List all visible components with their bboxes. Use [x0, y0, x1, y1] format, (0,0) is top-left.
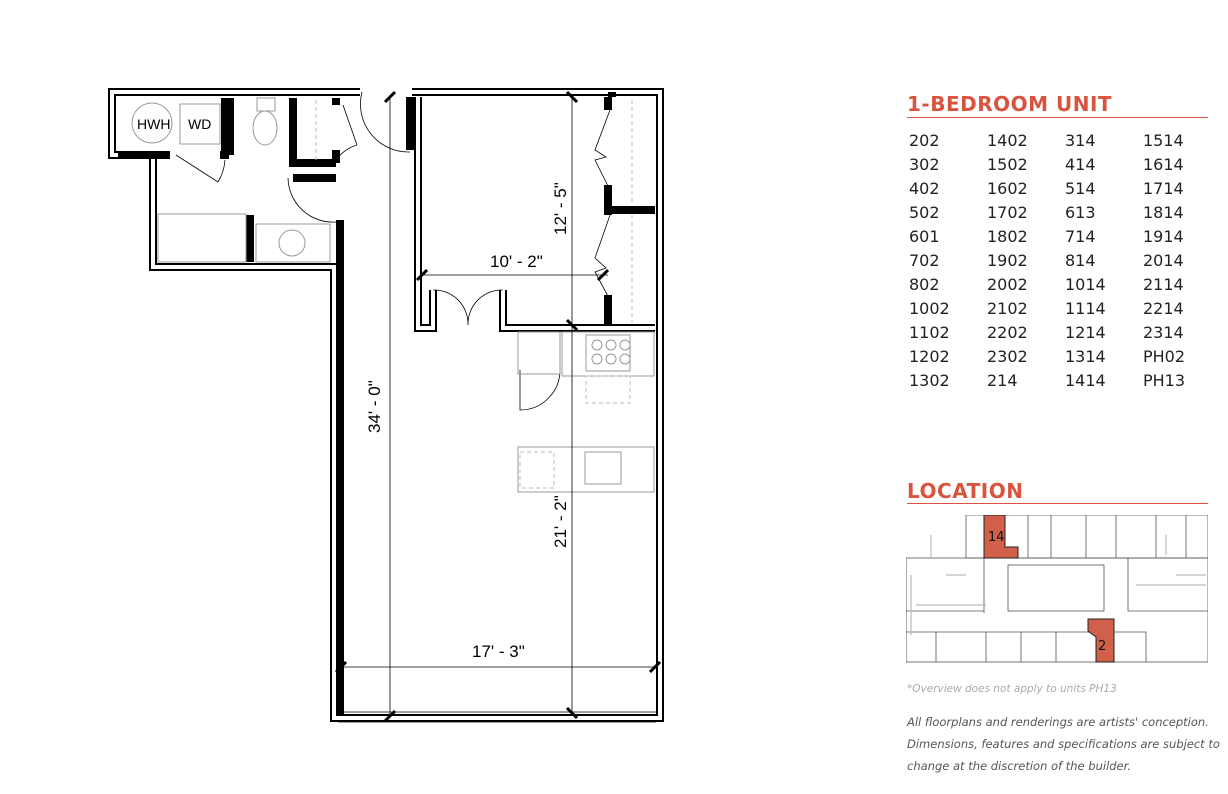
unit-number: 1514	[1143, 131, 1184, 150]
unit-number: 502	[909, 203, 940, 222]
unit-number: 1914	[1143, 227, 1184, 246]
unit-number: 1702	[987, 203, 1028, 222]
unit-label-2: 2	[1098, 639, 1106, 654]
unit-number: 302	[909, 155, 940, 174]
unit-number: 1202	[909, 347, 950, 366]
location-title: LOCATION	[907, 479, 1024, 503]
unit-number: 2014	[1143, 251, 1184, 270]
fixtures: HWH WD	[131, 97, 656, 723]
unit-number: 1402	[987, 131, 1028, 150]
unit-number: PH02	[1143, 347, 1186, 366]
unit-number: 2214	[1143, 299, 1184, 318]
refrigerator	[517, 331, 561, 375]
dimension-lines: 10' - 2" 12' - 5" 34' - 0" 21' - 2" 17' …	[334, 90, 662, 723]
wd-label: WD	[188, 116, 211, 132]
unit-number: 1814	[1143, 203, 1184, 222]
location-divider	[907, 503, 1208, 504]
doors	[175, 91, 611, 411]
bedroom-depth-dimension: 12' - 5"	[551, 182, 570, 235]
unit-number: 1414	[1065, 371, 1106, 390]
disclaimer-line-2: Dimensions, features and specifications …	[907, 737, 1220, 751]
unit-number: 1102	[909, 323, 950, 342]
unit-number: 1714	[1143, 179, 1184, 198]
vanity	[255, 223, 331, 263]
unit-highlight-2	[1087, 618, 1115, 663]
unit-highlight-14	[983, 515, 1019, 559]
unit-number: 2302	[987, 347, 1028, 366]
location-map: 14 2	[906, 515, 1208, 663]
unit-number: 1902	[987, 251, 1028, 270]
unit-number: 1802	[987, 227, 1028, 246]
kitchen-counter	[561, 331, 655, 377]
unit-number: 1602	[987, 179, 1028, 198]
unit-number: 214	[987, 371, 1018, 390]
disclaimer-line-1: All floorplans and renderings are artist…	[907, 715, 1209, 729]
island-sink	[584, 451, 622, 485]
window-strip	[338, 711, 656, 723]
unit-number: 2102	[987, 299, 1028, 318]
unit-number: 414	[1065, 155, 1096, 174]
unit-number: 514	[1065, 179, 1096, 198]
unit-number: 601	[909, 227, 940, 246]
unit-number: 814	[1065, 251, 1096, 270]
unit-number: 1314	[1065, 347, 1106, 366]
hwh-label: HWH	[137, 116, 170, 132]
unit-number: 1114	[1065, 299, 1106, 318]
unit-number: 2002	[987, 275, 1028, 294]
unit-number: 702	[909, 251, 940, 270]
unit-number: 1302	[909, 371, 950, 390]
unit-number: 1014	[1065, 275, 1106, 294]
exterior-walls	[108, 88, 664, 722]
unit-number: 613	[1065, 203, 1096, 222]
unit-number: 802	[909, 275, 940, 294]
toilet	[252, 110, 278, 146]
bedroom-width-dimension: 10' - 2"	[490, 252, 543, 271]
unit-number: 2314	[1143, 323, 1184, 342]
unit-number: 2114	[1143, 275, 1184, 294]
units-title: 1-BEDROOM UNIT	[907, 92, 1113, 116]
kitchen-island	[517, 446, 655, 493]
unit-width-dimension: 17' - 3"	[472, 642, 525, 661]
disclaimer-line-3: change at the discretion of the builder.	[907, 759, 1131, 773]
living-depth-dimension: 21' - 2"	[551, 495, 570, 548]
unit-number: 1214	[1065, 323, 1106, 342]
unit-number: 202	[909, 131, 940, 150]
toilet-tank	[256, 97, 276, 112]
unit-number: PH13	[1143, 371, 1186, 390]
overview-note: *Overview does not apply to units PH13	[907, 683, 1117, 695]
range	[585, 334, 631, 372]
unit-number: 314	[1065, 131, 1096, 150]
sink	[278, 229, 306, 257]
unit-depth-dimension: 34' - 0"	[365, 380, 384, 433]
washer-dryer	[179, 103, 221, 145]
units-divider	[907, 117, 1208, 118]
bathtub	[157, 213, 247, 263]
unit-number: 1614	[1143, 155, 1184, 174]
unit-number: 714	[1065, 227, 1096, 246]
unit-number: 1502	[987, 155, 1028, 174]
unit-number: 2202	[987, 323, 1028, 342]
floor-plan: HWH WD 10' - 2" 12' - 5" 3	[108, 88, 664, 723]
water-heater	[131, 102, 173, 144]
unit-number: 1002	[909, 299, 950, 318]
unit-label-14: 14	[988, 530, 1005, 545]
unit-list: 202 1402 314 1514 302 1502 414 1614 402 1602 514 17…	[909, 130, 1221, 391]
unit-number: 402	[909, 179, 940, 198]
interior-walls	[118, 92, 655, 715]
